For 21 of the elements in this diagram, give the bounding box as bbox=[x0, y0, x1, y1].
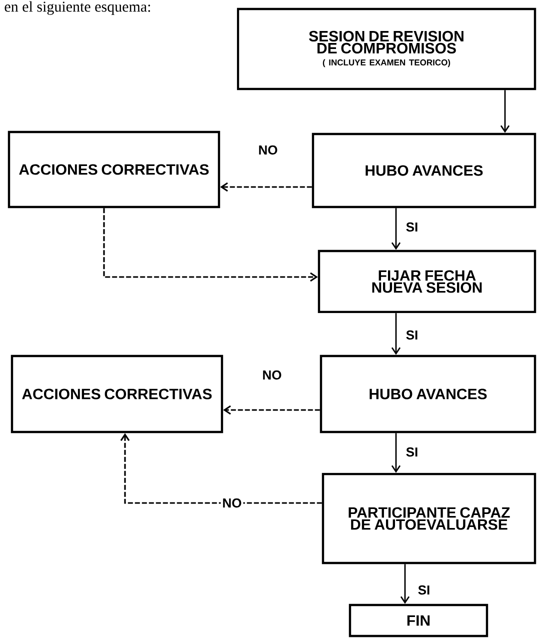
process-box: PARTICIPANTE CAPAZ DE AUTOEVALUARSE bbox=[322, 472, 536, 564]
arrow bbox=[103, 208, 318, 282]
arrow bbox=[391, 313, 401, 355]
edge-label: NO bbox=[260, 368, 284, 382]
process-box: SESION DE REVISION DE COMPROMISOS ( INCLUYE EXAMEN TEORICO) bbox=[236, 8, 536, 90]
process-box: HUBO AVANCES bbox=[312, 132, 536, 208]
arrow bbox=[500, 90, 510, 133]
process-box: FIJAR FECHA NUEVA SESION bbox=[318, 250, 536, 314]
arrow bbox=[391, 208, 401, 250]
arrow bbox=[400, 564, 410, 604]
arrow bbox=[220, 182, 312, 192]
process-box: HUBO AVANCES bbox=[320, 354, 536, 434]
arrow bbox=[120, 433, 322, 504]
process-box: FIN bbox=[348, 604, 488, 638]
arrow bbox=[223, 405, 320, 415]
edge-label: NO bbox=[256, 144, 280, 156]
edge-label: NO bbox=[220, 496, 244, 510]
process-box: ACCIONES CORRECTIVAS bbox=[8, 130, 220, 208]
intro-text: en el siguiente esquema: bbox=[4, 1, 150, 15]
process-box: ACCIONES CORRECTIVAS bbox=[10, 354, 224, 434]
arrow bbox=[391, 433, 401, 473]
